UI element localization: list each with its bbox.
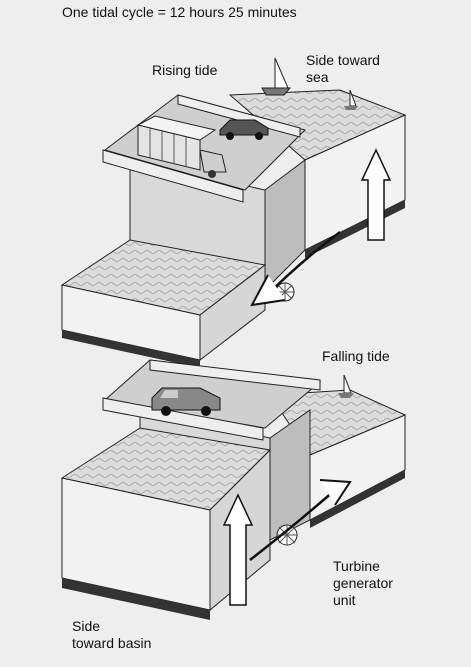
basin-block-base-top xyxy=(62,330,200,368)
basin-label-line1: Side xyxy=(72,618,101,634)
turbine-label-line1: Turbine xyxy=(333,558,380,574)
dam-wall-side-top xyxy=(264,159,306,292)
truck xyxy=(136,115,227,178)
falling-tide-panel xyxy=(60,359,407,620)
diagram-title: One tidal cycle = 12 hours 25 minutes xyxy=(62,4,297,20)
sea-side-label-line2: sea xyxy=(306,69,329,85)
flow-arrow-to-sea xyxy=(249,489,336,561)
guard-rail-far-bottom xyxy=(149,359,321,391)
car-top xyxy=(219,119,269,140)
guard-rail-near-bottom xyxy=(102,397,264,441)
sea-side-label-line1: Side toward xyxy=(306,52,380,68)
flow-arrowhead-into-basin xyxy=(250,274,286,307)
rising-arrow xyxy=(360,148,392,241)
sailboat-large xyxy=(261,57,292,96)
basin-block-side-top xyxy=(199,263,266,362)
sailboat-small-top xyxy=(344,89,358,110)
turbine-label-line3: unit xyxy=(333,592,356,608)
sailboat-small-bottom xyxy=(338,374,354,398)
flow-arrowhead-to-sea xyxy=(319,479,352,506)
dam-wall-side-bottom xyxy=(269,409,311,541)
falling-tide-label: Falling tide xyxy=(322,348,390,364)
basin-label-line2: toward basin xyxy=(72,635,152,651)
guard-rail-far-top xyxy=(177,94,301,138)
car-bottom xyxy=(151,387,221,416)
rising-tide-panel xyxy=(60,57,407,368)
turbine-label-line2: generator xyxy=(333,575,393,591)
basin-level-arrow xyxy=(222,493,254,606)
sea-block-base-bottom xyxy=(310,470,405,528)
basin-block-base-bottom xyxy=(62,578,210,620)
guard-rail-near-top xyxy=(102,149,244,203)
turbine-bottom xyxy=(276,524,298,546)
rising-tide-label: Rising tide xyxy=(152,62,218,78)
